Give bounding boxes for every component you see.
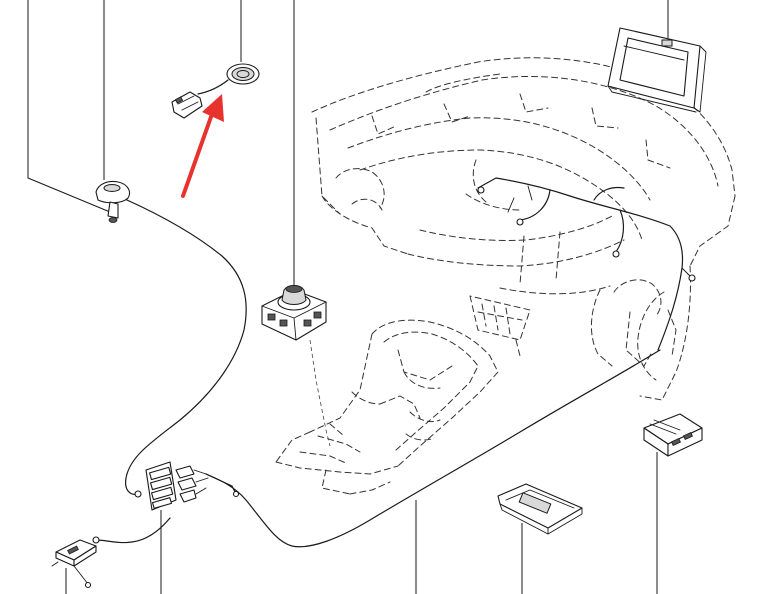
harness-plug-2	[516, 218, 524, 226]
red-pointer-arrow	[181, 94, 224, 198]
round-speaker-with-connector[interactable]	[171, 63, 260, 119]
microphone-top	[103, 184, 121, 192]
usb-aux-socket[interactable]	[51, 536, 100, 589]
harness-plugs	[134, 186, 696, 498]
leader-line-left	[27, 0, 111, 213]
speaker-cable	[197, 79, 229, 95]
speaker-grille	[236, 70, 250, 78]
knob-button-3	[303, 319, 312, 327]
knob-button-1	[267, 313, 276, 321]
connector-slot-1	[149, 466, 172, 481]
harness-plug-5	[134, 490, 142, 498]
plug-1	[175, 465, 195, 479]
microphone-grommet[interactable]	[95, 180, 131, 223]
connector-slot-3	[151, 486, 174, 501]
control-module-box[interactable]	[643, 413, 703, 457]
harness-plug-3	[612, 250, 620, 258]
display-screen[interactable]	[607, 27, 707, 113]
connector-slot-2	[150, 476, 173, 491]
module-port-1	[671, 438, 681, 446]
plug-2	[177, 477, 197, 491]
harness-plug-6	[232, 490, 240, 498]
sd-card[interactable]	[497, 483, 583, 535]
harness-plug-1	[477, 186, 485, 194]
module-port-2	[683, 432, 693, 440]
microphone-stem	[107, 201, 119, 219]
speaker-cone	[231, 67, 255, 81]
sd-card-label	[518, 492, 552, 514]
socket-port	[67, 545, 79, 555]
speaker-connector	[171, 91, 203, 119]
connector-slot-4	[151, 497, 173, 509]
main-wiring-harness	[95, 177, 693, 548]
center-console-outline	[275, 319, 499, 495]
display-glass	[619, 37, 689, 97]
dashboard-outline	[311, 57, 736, 401]
harness-plug-4	[688, 274, 696, 282]
socket-cable-plug	[92, 536, 100, 544]
arrow-shaft	[181, 112, 214, 198]
knob-top	[285, 285, 303, 293]
display-mount	[661, 39, 673, 47]
knob-button-2	[279, 319, 288, 327]
knob-mount-guide	[309, 339, 331, 447]
knob-button-4	[313, 311, 322, 319]
socket-screw	[84, 581, 92, 589]
microphone-base	[108, 217, 118, 223]
rotary-control-knob-unit[interactable]	[261, 285, 327, 341]
plug-3	[179, 489, 197, 503]
arrow-head	[202, 94, 224, 122]
leader-lines	[27, 0, 669, 594]
connector-block[interactable]	[145, 461, 209, 511]
speaker-connector-latch	[174, 96, 184, 104]
